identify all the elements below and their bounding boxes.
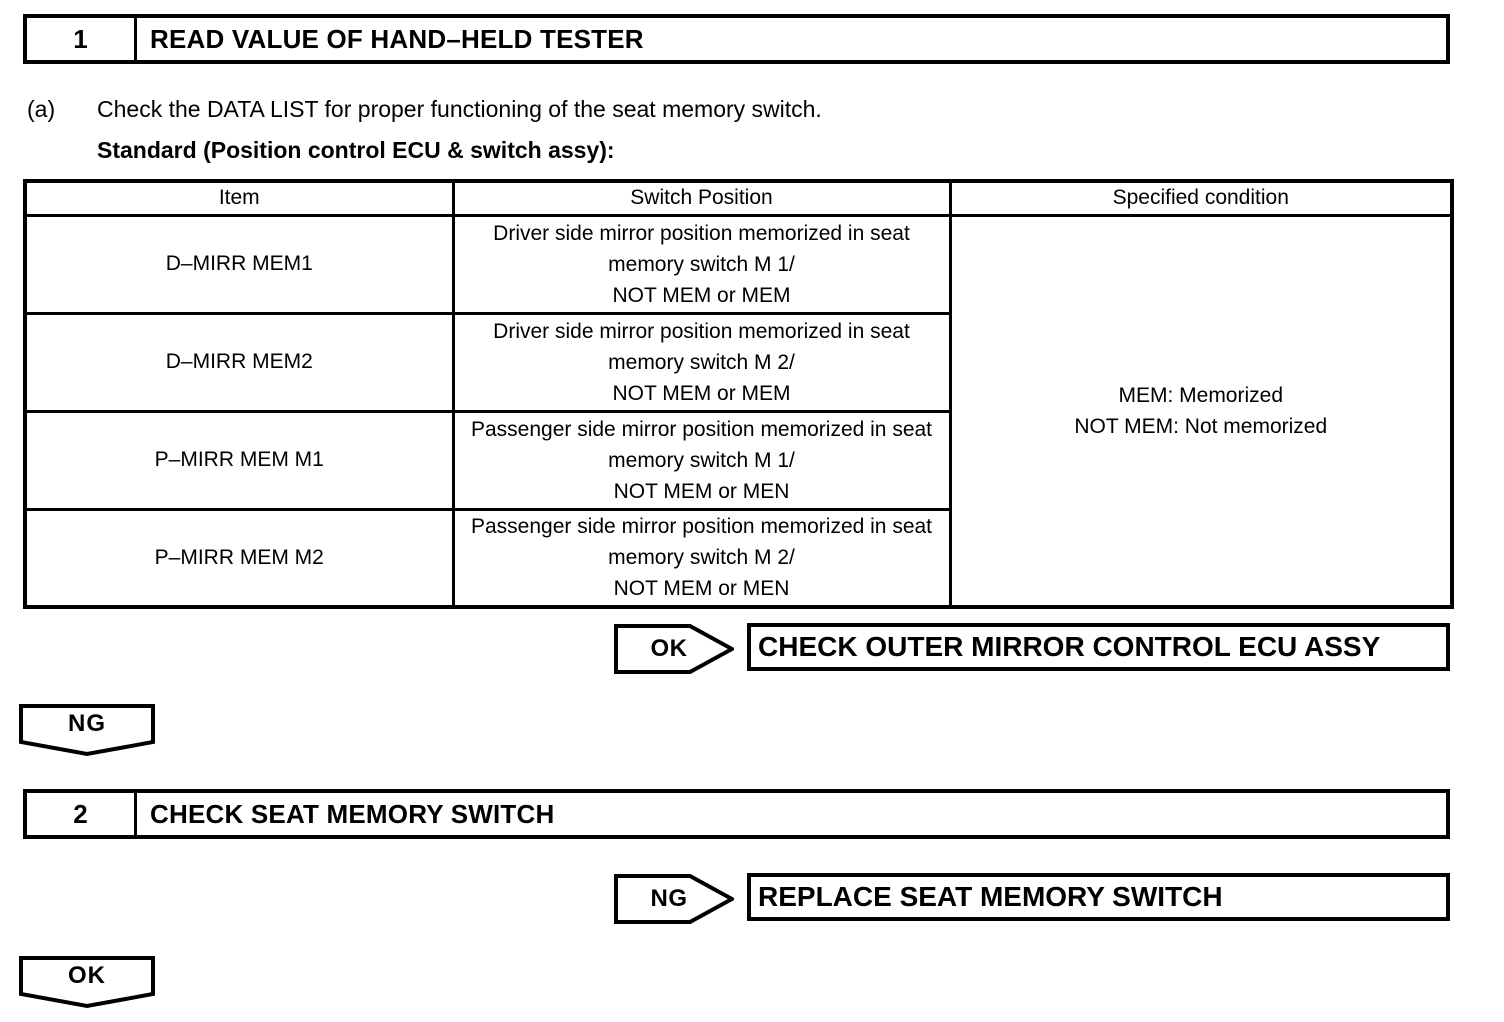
ok-action-box: CHECK OUTER MIRROR CONTROL ECU ASSY — [747, 623, 1450, 671]
switch-position-line: Driver side mirror position memorized in… — [493, 319, 910, 343]
table-row: P–MIRR MEM M2 Passenger side mirror posi… — [23, 507, 1452, 609]
ng-verdict-label: NG — [650, 885, 688, 912]
column-header-specified-condition: Specified condition — [948, 179, 1454, 217]
column-header-item: Item — [23, 179, 455, 217]
switch-position-line: Passenger side mirror position memorized… — [470, 417, 933, 441]
switch-position-cell: Passenger side mirror position memorized… — [451, 507, 952, 609]
switch-position-cell: Driver side mirror position memorized in… — [451, 311, 952, 413]
ok-connector-label: OK — [68, 962, 106, 989]
table-row: P–MIRR MEM M1 Passenger side mirror posi… — [23, 409, 1452, 511]
ng-down-banner-icon — [19, 704, 155, 757]
table-row: D–MIRR MEM2 Driver side mirror position … — [23, 311, 1452, 413]
instruction-text: Check the DATA LIST for proper functioni… — [97, 96, 822, 122]
item-cell: D–MIRR MEM1 — [23, 213, 455, 315]
switch-position-line: memory switch M 2/ — [608, 546, 795, 570]
table-row: D–MIRR MEM1 Driver side mirror position … — [23, 213, 1454, 609]
switch-position-line: Passenger side mirror position memorized… — [470, 515, 933, 539]
ok-arrow-icon — [614, 624, 734, 674]
instruction-item-label: (a) — [27, 96, 56, 122]
switch-position-line: memory switch M 1/ — [608, 252, 795, 276]
switch-position-line: NOT MEM or MEM — [612, 283, 791, 307]
ng-arrow-icon — [614, 874, 734, 924]
step-1-number: 1 — [27, 18, 137, 60]
table-header-row: Item Switch Position Specified condition — [23, 179, 1454, 217]
switch-position-line: NOT MEM or MEN — [613, 577, 790, 601]
step-1-title: READ VALUE OF HAND–HELD TESTER — [150, 23, 644, 54]
step-1-header: 1 READ VALUE OF HAND–HELD TESTER — [23, 14, 1450, 64]
switch-position-line: NOT MEM or MEN — [613, 479, 790, 503]
column-header-switch-position: Switch Position — [451, 179, 952, 217]
item-cell: P–MIRR MEM M2 — [23, 507, 455, 609]
switch-position-line: NOT MEM or MEM — [612, 381, 791, 405]
standard-heading: Standard (Position control ECU & switch … — [97, 137, 615, 163]
switch-position-cell: Passenger side mirror position memorized… — [451, 409, 952, 511]
item-cell: P–MIRR MEM M1 — [23, 409, 455, 511]
ng-connector-label: NG — [68, 710, 106, 737]
switch-position-line: memory switch M 2/ — [608, 350, 795, 374]
switch-position-cell: Driver side mirror position memorized in… — [451, 213, 952, 315]
item-cell: D–MIRR MEM2 — [23, 311, 455, 413]
ok-verdict-label: OK — [650, 635, 688, 662]
specified-condition-line: NOT MEM: Not memorized — [1074, 414, 1328, 438]
data-list-table: Item Switch Position Specified condition… — [23, 179, 1454, 609]
specified-condition-cell: MEM: Memorized NOT MEM: Not memorized — [948, 213, 1454, 609]
switch-position-line: memory switch M 1/ — [608, 448, 795, 472]
step-2-title: CHECK SEAT MEMORY SWITCH — [150, 798, 555, 829]
specified-condition-line: MEM: Memorized — [1118, 383, 1284, 407]
ok-down-banner-icon — [19, 956, 155, 1009]
ng-action-box: REPLACE SEAT MEMORY SWITCH — [747, 873, 1450, 921]
step-2-header: 2 CHECK SEAT MEMORY SWITCH — [23, 789, 1450, 839]
step-2-number: 2 — [27, 793, 137, 835]
switch-position-line: Driver side mirror position memorized in… — [493, 221, 910, 245]
